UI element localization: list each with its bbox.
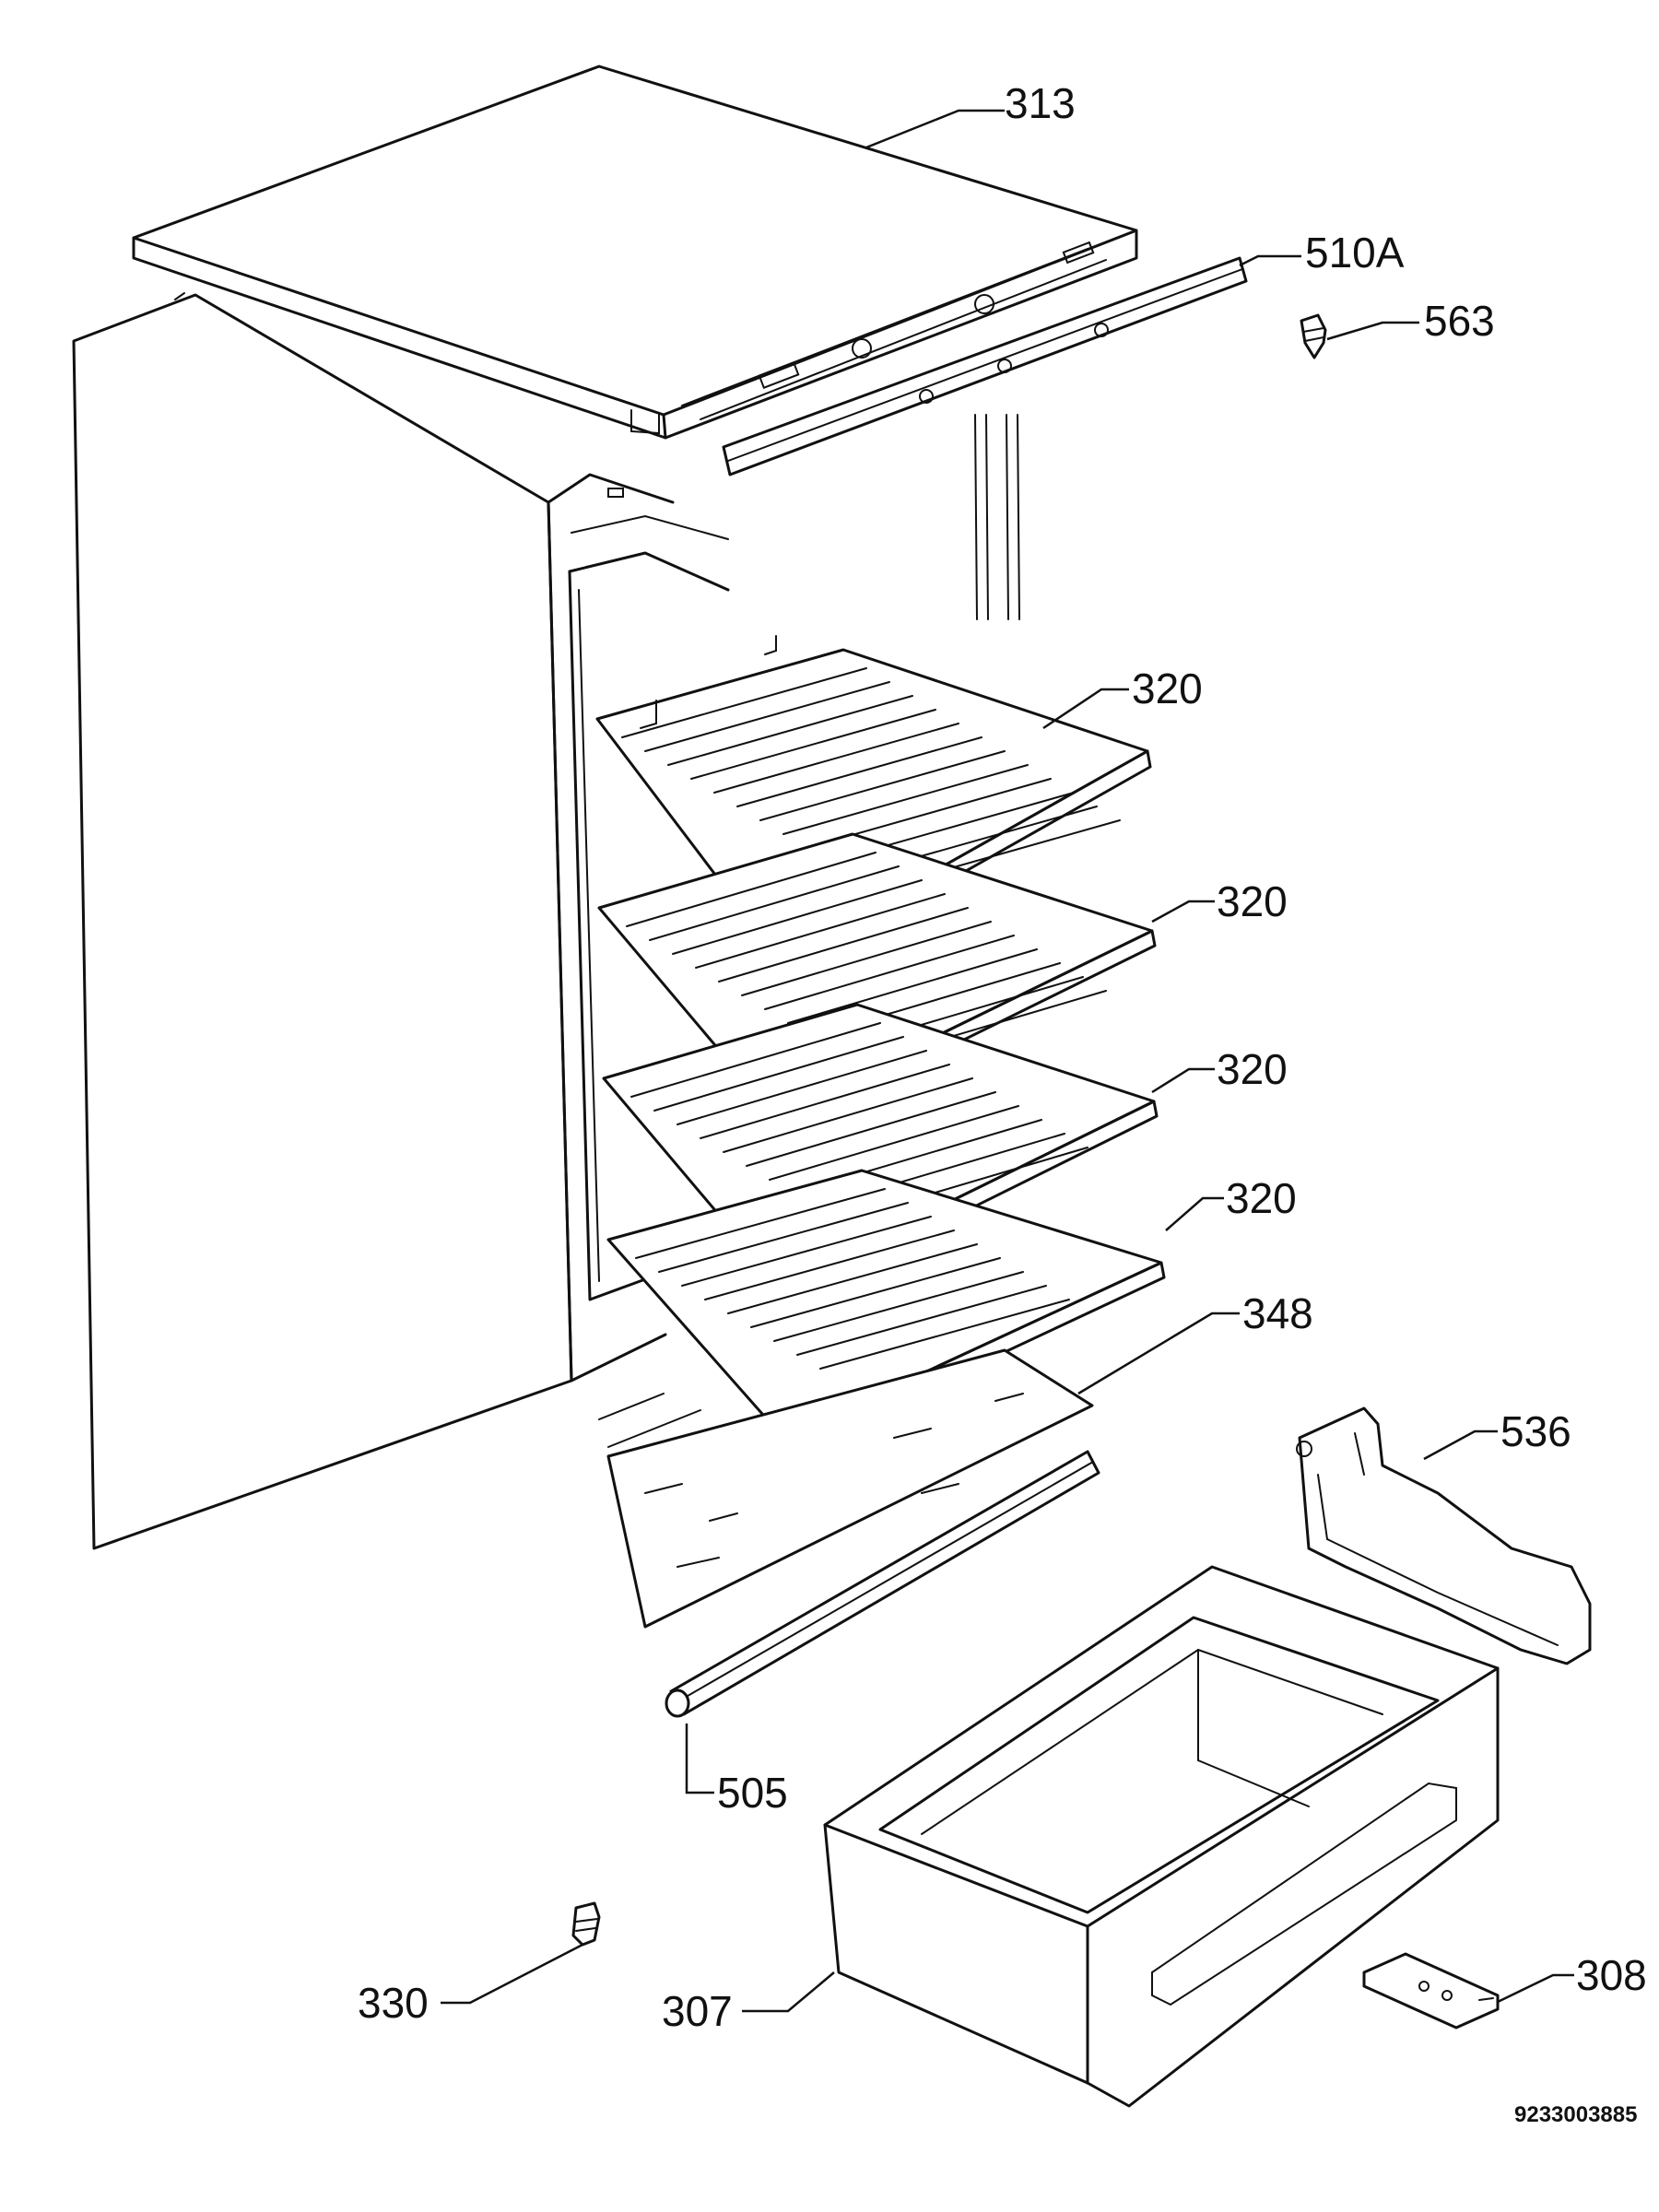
label-536: 536 bbox=[1500, 1407, 1571, 1455]
foot-330 bbox=[571, 1901, 601, 1947]
leader-lines bbox=[441, 109, 1574, 2013]
label-320-shelf-3: 320 bbox=[1217, 1045, 1288, 1093]
cabinet-body bbox=[72, 293, 1020, 1550]
label-313: 313 bbox=[1005, 79, 1076, 127]
glass-shelf-348 bbox=[606, 1348, 1094, 1629]
label-563: 563 bbox=[1424, 297, 1495, 345]
pin-563 bbox=[1300, 313, 1327, 359]
document-number: 9233003885 bbox=[1514, 2102, 1637, 2127]
seal-rod-505 bbox=[665, 1450, 1100, 1718]
label-320-shelf-2: 320 bbox=[1217, 877, 1288, 925]
crisper-drawer-307 bbox=[823, 1565, 1500, 2108]
lid-313 bbox=[132, 65, 1138, 440]
trim-strip-510A bbox=[722, 256, 1248, 477]
label-320-shelf-4: 320 bbox=[1226, 1174, 1297, 1222]
hinge-plate-308 bbox=[1362, 1952, 1500, 2030]
label-348: 348 bbox=[1242, 1289, 1313, 1337]
label-308: 308 bbox=[1576, 1951, 1647, 1999]
label-307: 307 bbox=[662, 1987, 733, 2035]
label-510a: 510A bbox=[1305, 229, 1405, 276]
callout-labels: 313 510A 563 320 320 320 320 348 536 505… bbox=[358, 79, 1647, 2127]
label-320-shelf-1: 320 bbox=[1132, 665, 1203, 712]
label-330: 330 bbox=[358, 1979, 429, 2027]
bottle-holder-536 bbox=[1296, 1406, 1592, 1665]
label-505: 505 bbox=[717, 1769, 788, 1817]
